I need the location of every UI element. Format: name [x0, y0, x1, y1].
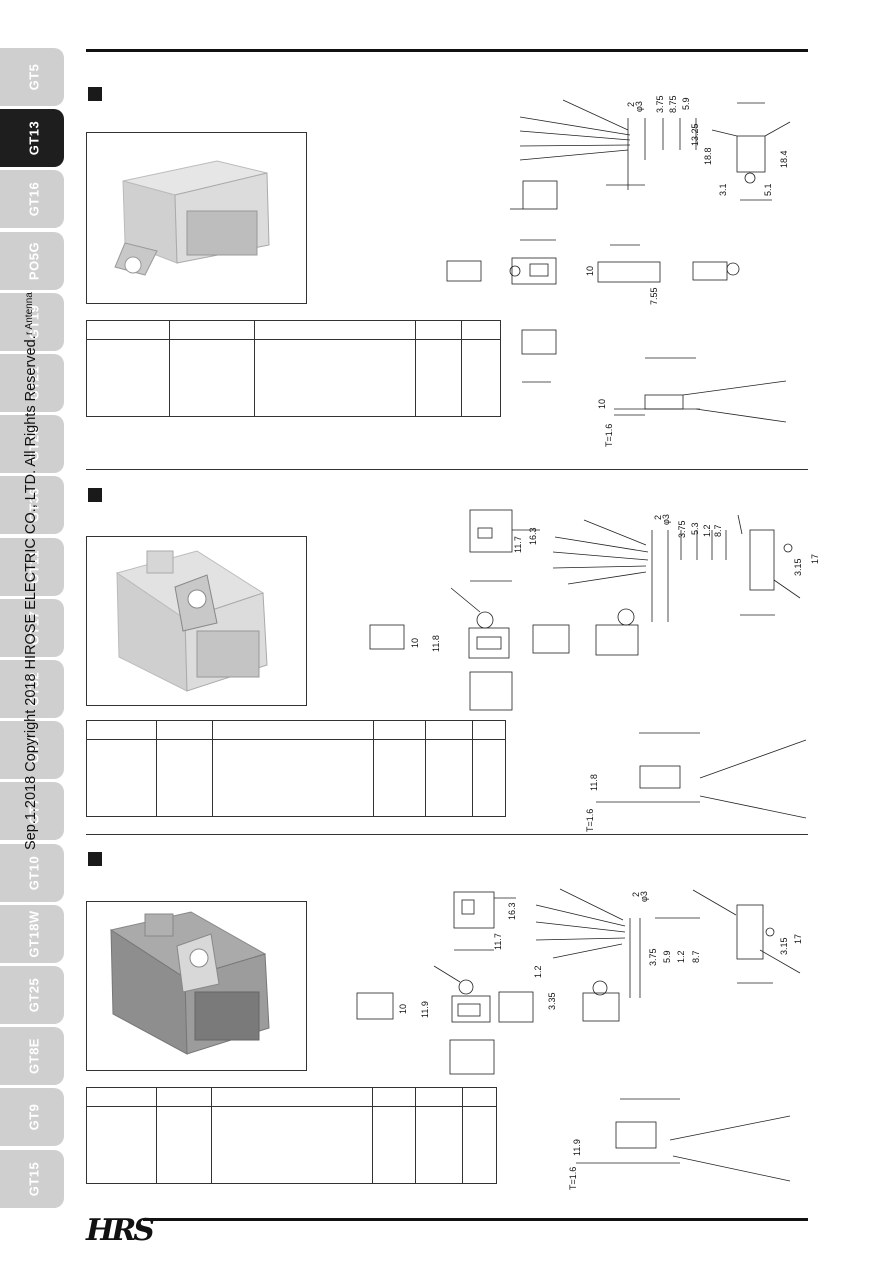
dim-label: 5.9	[662, 950, 672, 963]
dim-label: 5.1	[763, 183, 773, 196]
dim-label: 3.75	[655, 95, 665, 113]
dim-label: 5.9	[681, 97, 691, 110]
dim-label: 8.7	[713, 524, 723, 537]
sidebar-tab-gt25[interactable]: GT25	[0, 966, 64, 1024]
sidebar-tab-gt7[interactable]: GT7	[0, 782, 64, 841]
sidebar-tab-gt26[interactable]: GT26	[0, 415, 64, 474]
footer-rule	[143, 1218, 808, 1221]
sidebar-tab-gt21[interactable]: GT21	[0, 354, 64, 412]
dim-label: 5.3	[690, 522, 700, 535]
dim-label: 11.9	[572, 1139, 582, 1156]
dim-label: 16.3	[507, 902, 517, 920]
dim-label: 8.75	[668, 95, 678, 113]
section-bullet	[88, 488, 102, 502]
dim-label: 3.15	[779, 937, 789, 955]
sidebar-tab-gt9[interactable]: GT9	[0, 1088, 64, 1147]
dim-label: 11.8	[431, 635, 441, 652]
dim-label: T=1.6	[604, 423, 614, 447]
dim-label: 17	[793, 933, 803, 944]
dim-label: T=1.6	[585, 808, 595, 832]
sidebar-tab-gt10[interactable]: GT10	[0, 843, 64, 902]
dim-label: T=1.6	[568, 1166, 578, 1190]
sidebar-tab-gt16[interactable]: GT16	[0, 170, 64, 229]
dim-label: 3.15	[793, 558, 803, 576]
product-photo	[86, 901, 307, 1071]
section-bullet	[88, 852, 102, 866]
connector-photo-3	[109, 911, 270, 1055]
sidebar-tab-gt15[interactable]: GT15	[0, 1149, 64, 1208]
product-photo	[86, 536, 307, 706]
dim-label: φ3	[661, 514, 671, 525]
dim-label: 10	[597, 398, 607, 409]
dim-label: 10	[585, 265, 595, 276]
sidebar-tab-gt3[interactable]: GT3	[0, 721, 64, 780]
dim-label: 16.3	[528, 527, 538, 545]
dim-label: 1.2	[702, 524, 712, 537]
dim-label: 8.7	[691, 950, 701, 963]
sidebar-tab-gt5[interactable]: GT5	[0, 48, 64, 106]
spec-table	[86, 320, 501, 417]
sidebar-tab-po5g[interactable]: PO5G	[0, 231, 64, 290]
dim-label: 11.7	[513, 536, 523, 553]
top-rule	[86, 49, 808, 52]
product-photo	[86, 132, 307, 304]
sidebar-tab-gt11[interactable]: GT11	[0, 537, 64, 596]
sidebar-tab-gt8e[interactable]: GT8E	[0, 1027, 64, 1086]
dim-label: 17	[810, 553, 820, 564]
sidebar-tab-gt36[interactable]: GT36	[0, 476, 64, 535]
dim-label: 1.2	[676, 950, 686, 963]
dim-label: 7.55	[649, 287, 659, 305]
section-divider	[86, 469, 808, 470]
dim-label: 10	[410, 637, 420, 648]
dim-label: 3.75	[677, 520, 687, 538]
dim-label: 3.75	[648, 948, 658, 966]
connector-photo-1	[114, 160, 270, 276]
dim-label: 1.2	[533, 965, 543, 978]
dim-label: φ3	[639, 891, 649, 902]
sidebar-tab-gt19[interactable]: GT19	[0, 292, 64, 351]
sidebar-tab-gt18w[interactable]: GT18W	[0, 904, 64, 963]
dim-label: 18.4	[779, 150, 789, 168]
spec-table	[85, 720, 506, 817]
dim-label: 13.25	[690, 123, 700, 146]
dim-label: 11.7	[493, 933, 503, 950]
spec-table	[85, 1087, 497, 1184]
section-bullet	[88, 87, 102, 101]
dim-label: φ3	[634, 101, 644, 112]
dim-label: 3.35	[547, 992, 557, 1010]
section-divider	[86, 834, 808, 835]
dim-label: 11.8	[589, 774, 599, 791]
sidebar-tab-gt17[interactable]: GT17	[0, 598, 64, 657]
connector-photo-2	[115, 550, 268, 692]
dim-label: 3.1	[718, 183, 728, 196]
dim-label: 10	[398, 1003, 408, 1014]
dim-label: 18.8	[703, 147, 713, 165]
dim-label: 11.9	[420, 1001, 430, 1018]
sidebar-tab-gt13[interactable]: GT13	[0, 109, 64, 168]
sidebar-tab-gt32[interactable]: GT32	[0, 660, 64, 718]
